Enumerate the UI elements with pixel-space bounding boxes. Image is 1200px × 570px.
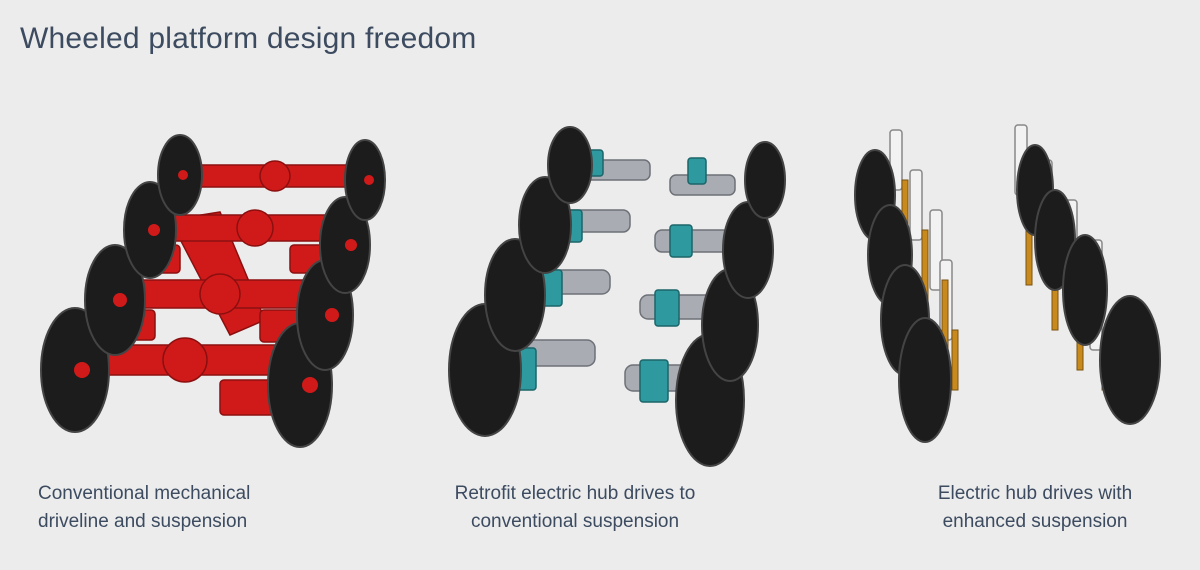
caption-line: Retrofit electric hub drives to xyxy=(454,483,696,504)
tires-right xyxy=(1016,144,1161,425)
caption-line: conventional suspension xyxy=(470,511,680,532)
caption-conventional: Conventional mechanical driveline and su… xyxy=(38,480,338,536)
caption-line: enhanced suspension xyxy=(942,511,1128,532)
caption-enhanced: Electric hub drives with enhanced suspen… xyxy=(890,480,1180,536)
caption-line: Conventional mechanical xyxy=(38,483,251,504)
enhanced-suspension-illustration xyxy=(830,120,1190,480)
tires-left xyxy=(448,126,593,437)
retrofit-hub-drive-illustration xyxy=(420,120,800,480)
caption-line: Electric hub drives with xyxy=(937,483,1133,504)
caption-line: driveline and suspension xyxy=(38,511,248,532)
electric-hub-motors xyxy=(507,149,707,403)
tires-left xyxy=(854,149,952,443)
slide-title: Wheeled platform design freedom xyxy=(20,22,477,55)
tires-right xyxy=(675,141,786,467)
caption-retrofit: Retrofit electric hub drives to conventi… xyxy=(430,480,720,536)
conventional-driveline-illustration xyxy=(20,120,400,480)
